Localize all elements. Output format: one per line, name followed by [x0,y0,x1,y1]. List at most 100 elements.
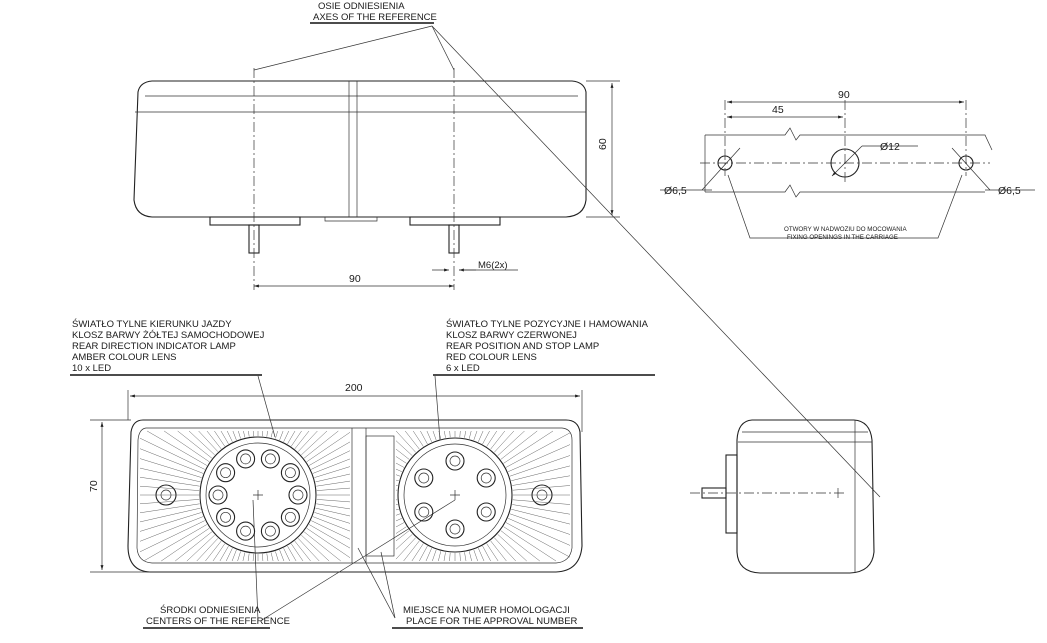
hatch-line [482,545,491,562]
hatch-line [206,430,222,450]
hatch-line [297,538,320,562]
approval-label-en: PLACE FOR THE APPROVAL NUMBER [406,616,578,627]
hatch-line [395,468,402,472]
hatch-line [395,479,399,482]
led-inner [449,523,461,535]
axes-label-en: AXES OF THE REFERENCE [313,12,437,23]
hatch-line [139,516,204,542]
hatch-line [425,548,432,562]
hatch-line [500,530,540,562]
hatch-line [175,531,213,562]
hatch-line [306,432,351,462]
hatch-line [473,430,478,441]
hatch-line [419,545,428,562]
hatch-line [449,430,451,438]
hatch-line [490,430,505,450]
led-outer [280,507,300,527]
hatch-line [395,522,405,528]
hatch-line [464,430,466,438]
hatch-line [266,553,269,562]
hatch-line [314,466,351,478]
hatch-line [449,552,451,562]
hatch-line [315,473,351,483]
hatch-line [494,430,515,453]
hatch-line [306,528,351,558]
hatch-line [212,543,225,562]
hatch-line [311,520,351,540]
height-60-label: 60 [597,138,609,150]
hatch-line [252,553,254,562]
hatch-line [214,430,225,447]
hatch-line [438,551,442,562]
hatch-line [505,432,571,468]
centers-label-en: CENTERS OF THE REFERENCE [146,616,290,627]
right-lamp-line4: RED COLOUR LENS [446,352,537,363]
holes-note-pl: OTWORY W NADWOZIU DO MOCOWANIA [784,226,907,233]
hatch-line [395,456,407,464]
hatch-line [500,430,538,460]
hatch-line [426,430,432,442]
hatch-line [275,551,279,562]
hatch-line [503,526,557,562]
led-inner [480,506,492,518]
hatch-line [503,430,554,464]
hatch-line [219,545,229,562]
led-outer [260,521,280,541]
hatch-line [270,430,273,438]
hatch-line [139,503,200,514]
hatch-line [139,507,201,523]
hatch-line [405,430,420,450]
hatch-line [225,548,233,562]
hatch-line [279,549,285,562]
led-outer [476,502,496,522]
hatch-line [512,485,571,491]
hatch-line [262,553,264,562]
hatch-line [497,534,527,562]
hatch-line [497,430,525,456]
hatch-line [509,513,571,535]
hatch-line [139,520,205,553]
led-inner [220,467,231,479]
led-inner [265,525,276,537]
hatch-line [395,534,413,550]
led-inner [240,525,251,537]
hatch-line [468,430,472,439]
led-inner [292,489,304,501]
hatch-line [395,518,402,522]
hatch-line [395,530,410,542]
led-outer [445,519,465,539]
hatch-line [283,430,290,442]
led-inner [285,511,296,523]
top-view [133,25,881,498]
hatch-line [315,507,351,517]
left-lamp-line5: 10 x LED [72,363,111,374]
center-hole-dim: Ø12 [880,141,900,153]
hatch-line [291,543,304,562]
hatch-line [177,430,213,459]
front-width-dim: 200 [345,382,363,394]
hatch-line [482,430,490,445]
led-inner [285,467,296,479]
hatch-line [395,448,410,460]
hatch-line [395,430,416,453]
left-lamp-line2: KLOSZ BARWY ŻÓŁTEJ SAMOCHODOWEJ [72,330,265,341]
bolt-spacing-label: 90 [349,273,361,285]
hatch-line [459,430,461,438]
hatch-line [248,430,250,437]
led-inner [418,472,430,484]
hatch-line [316,503,351,510]
hatch-line [139,499,200,505]
hatch-line [291,430,302,447]
hatch-line [294,540,311,562]
led-group [208,449,496,541]
hatch-line [163,430,210,462]
holes-total-dim: 90 [838,89,850,101]
hatch-line [411,543,424,562]
hatch-line [220,430,229,445]
hatch-line [188,430,215,456]
hatch-line [395,440,413,456]
hatch-line [490,540,507,562]
centers-label-pl: ŚRODKI ODNIESIENIA [160,604,261,616]
left-lamp-line3: REAR DIRECTION INDICATOR LAMP [72,341,236,352]
